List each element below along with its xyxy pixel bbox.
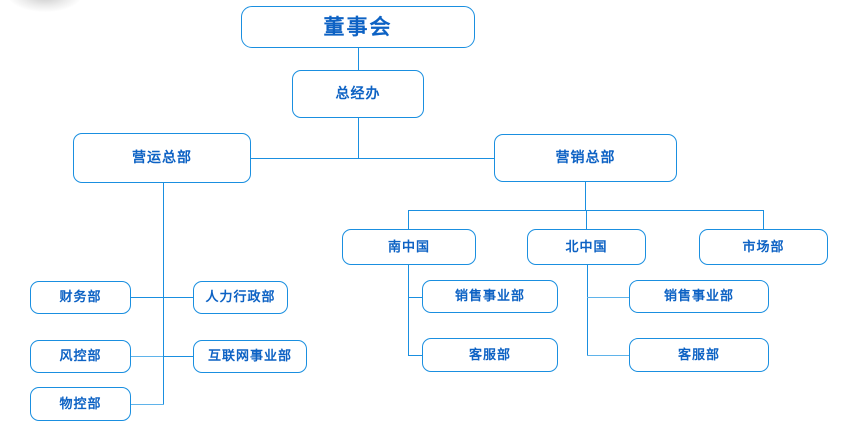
connector-sales-spine xyxy=(585,182,586,210)
connector-level1-bus xyxy=(250,158,495,159)
node-south-china[interactable]: 南中国 xyxy=(342,229,476,265)
node-finance[interactable]: 财务部 xyxy=(30,281,131,314)
connector-south-china-spine xyxy=(408,265,409,356)
connector-gm-trunk xyxy=(358,118,359,159)
connector-ops-to-hr-admin xyxy=(163,297,194,298)
connector-north-to-sales-div xyxy=(587,297,630,298)
connector-north-china-spine xyxy=(587,265,588,356)
connector-bus-to-market-dept xyxy=(763,210,764,230)
connector-bus-to-north-china xyxy=(586,210,587,230)
node-market-dept[interactable]: 市场部 xyxy=(699,229,828,265)
node-south-customer-service[interactable]: 客服部 xyxy=(422,338,558,372)
connector-ops-to-internet-div xyxy=(163,356,194,357)
node-hr-admin[interactable]: 人力行政部 xyxy=(193,281,288,314)
node-internet-div[interactable]: 互联网事业部 xyxy=(193,340,307,373)
node-board[interactable]: 董事会 xyxy=(241,6,475,48)
corner-smudge-artifact xyxy=(8,0,82,12)
node-material-control[interactable]: 物控部 xyxy=(30,387,131,421)
connector-ops-to-material-control xyxy=(131,404,164,405)
connector-board-to-gm xyxy=(358,48,359,70)
node-south-sales-div[interactable]: 销售事业部 xyxy=(422,280,558,313)
node-north-sales-div[interactable]: 销售事业部 xyxy=(629,280,769,313)
connector-south-to-sales-div xyxy=(408,297,423,298)
node-risk-control[interactable]: 风控部 xyxy=(30,340,131,373)
connector-north-to-customer-service xyxy=(587,355,630,356)
node-sales-hq[interactable]: 营销总部 xyxy=(494,134,677,182)
connector-bus-to-south-china xyxy=(408,210,409,230)
connector-south-to-customer-service xyxy=(408,355,423,356)
connector-ops-spine xyxy=(163,183,164,405)
node-north-china[interactable]: 北中国 xyxy=(527,229,646,265)
node-gm-office[interactable]: 总经办 xyxy=(292,70,424,118)
node-ops-hq[interactable]: 营运总部 xyxy=(73,133,251,183)
connector-ops-to-finance xyxy=(131,297,164,298)
connector-ops-to-risk-control xyxy=(131,356,164,357)
node-north-customer-service[interactable]: 客服部 xyxy=(629,338,769,372)
